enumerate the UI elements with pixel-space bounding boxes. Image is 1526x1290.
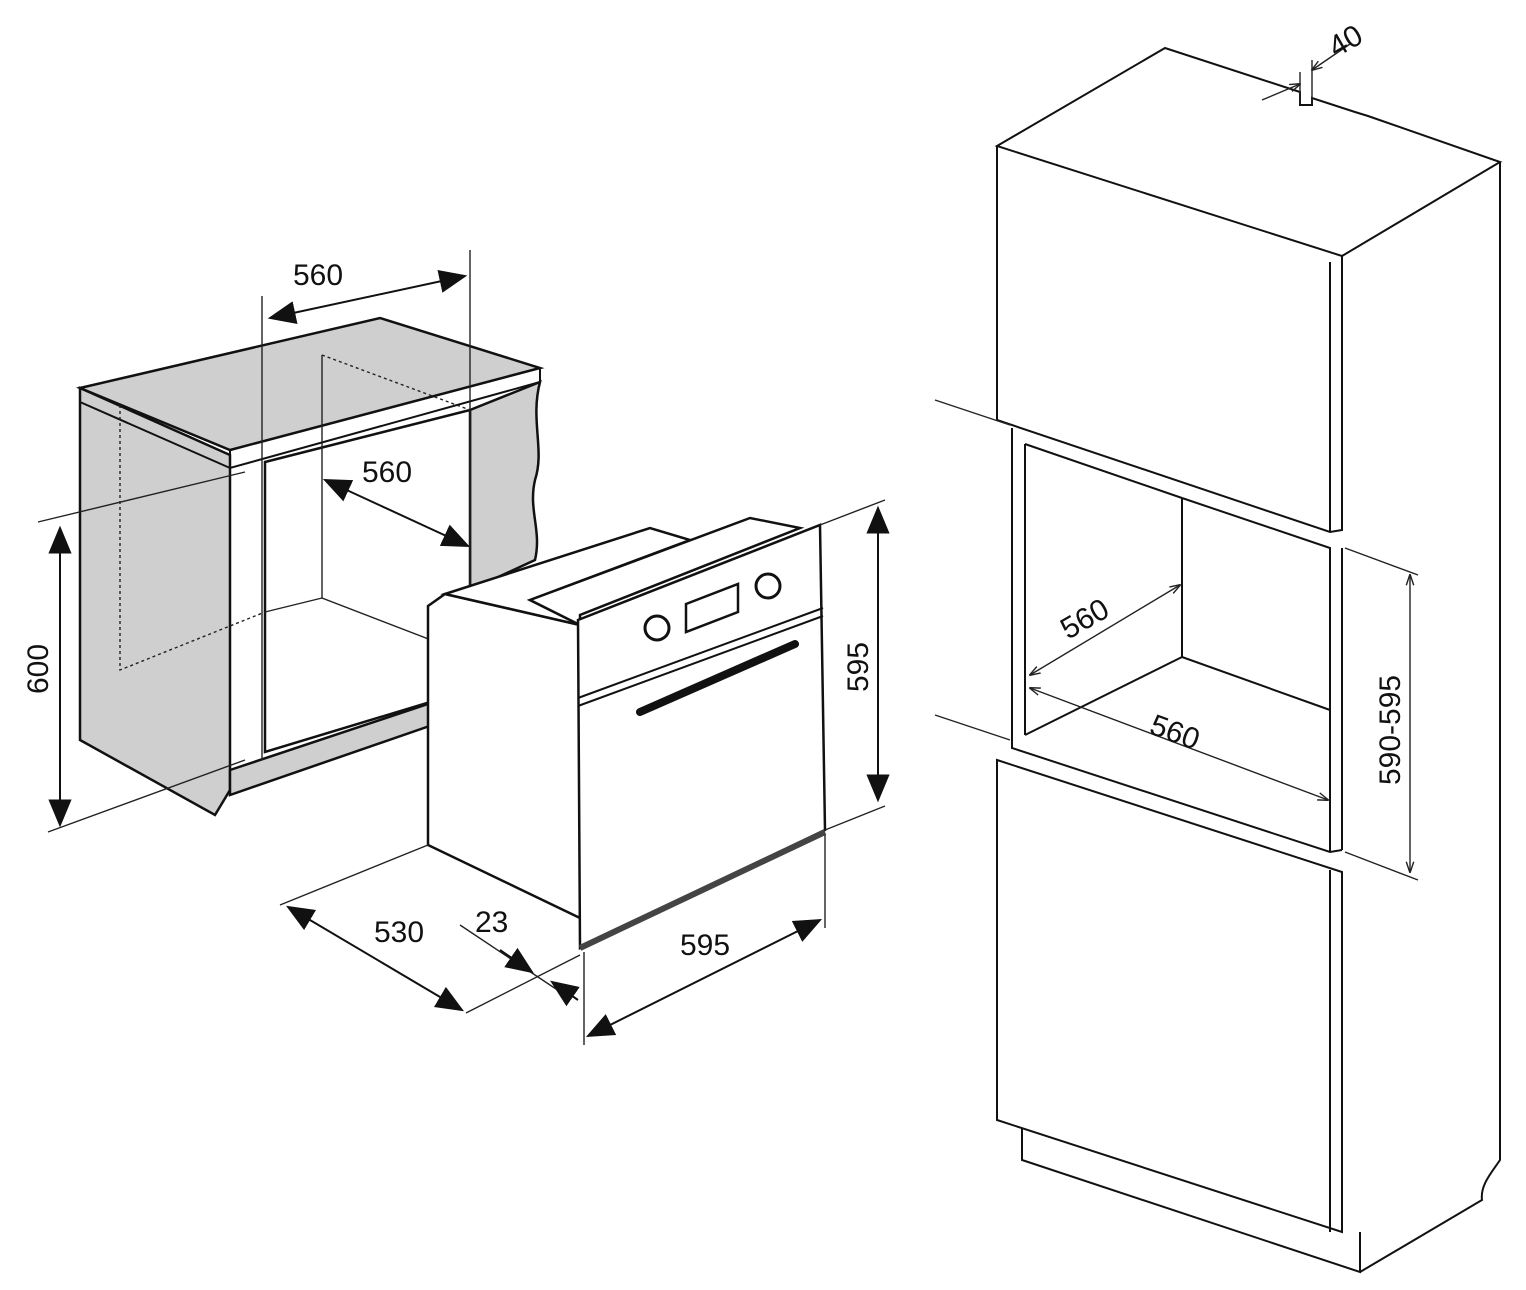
dim-oven-width: 595 xyxy=(680,929,730,962)
dim-niche-height: 590-595 xyxy=(1374,675,1407,785)
cabinet-left-side xyxy=(78,386,232,817)
dim-front-panel: 23 xyxy=(475,906,508,939)
dim-oven-depth: 530 xyxy=(374,916,424,949)
dim-niche-depth: 560 xyxy=(1055,592,1115,646)
upper-cabinet-top xyxy=(994,46,1503,258)
oven-knob-left xyxy=(643,614,671,642)
tall-cabinet-drawing xyxy=(994,46,1503,1274)
lower-cabinet xyxy=(996,758,1343,1234)
oven-drawing xyxy=(426,516,827,951)
oven-display xyxy=(684,582,740,634)
dim-niche-width: 560 xyxy=(1146,709,1204,757)
oven-body xyxy=(426,592,582,920)
dim-cabinet-width: 560 xyxy=(293,259,343,292)
dim-oven-height: 595 xyxy=(842,642,875,692)
dim-cabinet-height: 600 xyxy=(22,644,55,694)
cabinet-right-side xyxy=(468,379,542,592)
oven-handle xyxy=(636,640,799,716)
oven-knob-right xyxy=(754,572,782,600)
dim-cabinet-depth: 560 xyxy=(362,456,412,489)
